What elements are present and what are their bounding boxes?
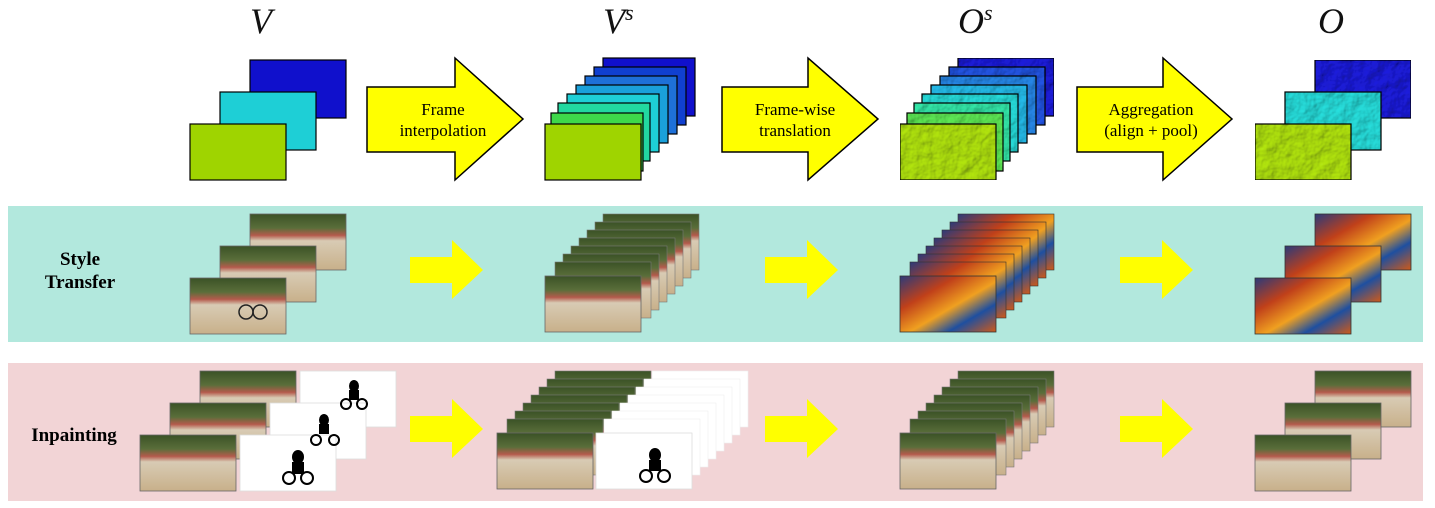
- st-o-frame-3: [1254, 277, 1352, 335]
- symbol-os-base: O: [958, 1, 984, 41]
- frames-v: [189, 59, 347, 181]
- arrow-label-3-line1: Aggregation: [1108, 100, 1194, 119]
- ip-interpolated-frames: [496, 370, 652, 490]
- symbol-o: O: [1318, 0, 1344, 42]
- row-label-inpainting: Inpainting: [14, 424, 134, 447]
- frame-os-8: [899, 123, 997, 181]
- ip-arrow-2: [765, 399, 838, 458]
- row-label-style: Style: [59, 249, 101, 270]
- ip-mask-silhouette-3: [282, 450, 314, 485]
- ip-translated-frames: [899, 370, 1055, 490]
- arrow-frame-interpolation: [366, 56, 525, 182]
- st-os-frame-8: [899, 275, 997, 333]
- arrow-label-aggregation: Aggregation (align + pool): [1084, 99, 1218, 141]
- frame-o-green: [1254, 123, 1352, 181]
- frame-v-green: [189, 123, 287, 181]
- ip-input-frame-3: [139, 434, 237, 492]
- arrow-label-2-line2: translation: [759, 121, 831, 140]
- ip-vs-mask-silhouette: [639, 448, 671, 483]
- symbol-v-base: V: [250, 1, 272, 41]
- st-arrow-3: [1120, 240, 1193, 299]
- ip-arrow-3: [1120, 399, 1193, 458]
- ip-interpolated-masks: [595, 370, 749, 490]
- symbol-vs: Vs: [603, 0, 634, 42]
- symbol-o-base: O: [1318, 1, 1344, 41]
- ip-vs-mask-8: [595, 432, 693, 490]
- frames-o: [1254, 59, 1412, 181]
- arrow-aggregation: [1076, 56, 1234, 182]
- frames-vs: [544, 57, 696, 181]
- arrow-label-3-line2: (align + pool): [1104, 121, 1198, 140]
- symbol-vs-sup: s: [625, 0, 634, 25]
- st-output-frames: [1254, 213, 1412, 335]
- st-translated-frames: [899, 213, 1055, 333]
- cyclist-mark-2: [252, 304, 268, 320]
- row-label-transfer: Transfer: [44, 272, 116, 293]
- ip-mask-silhouette-1: [340, 380, 368, 410]
- st-input-frame-3: [189, 277, 287, 335]
- ip-arrow-1: [410, 399, 483, 458]
- symbol-os-sup: s: [984, 0, 993, 25]
- row-label-style-transfer: Style Transfer: [20, 248, 140, 294]
- arrow-frame-wise-translation: [721, 56, 880, 182]
- symbol-v: V: [250, 0, 272, 42]
- frame-vs-8: [544, 123, 642, 181]
- ip-mask-silhouette-2: [310, 414, 340, 446]
- frames-os: [899, 57, 1055, 181]
- ip-vs-frame-8: [496, 432, 594, 490]
- arrow-label-frame-wise-translation: Frame-wise translation: [730, 99, 860, 141]
- arrow-label-1-line1: Frame: [421, 100, 465, 119]
- ip-os-frame-8: [899, 432, 997, 490]
- symbol-os: Os: [958, 0, 993, 42]
- ip-output-frames: [1254, 370, 1412, 492]
- st-input-frames: [189, 213, 347, 335]
- st-vs-frame-8: [544, 275, 642, 333]
- ip-mask-3: [239, 434, 337, 492]
- row-label-inpainting-text: Inpainting: [31, 425, 117, 446]
- st-arrow-2: [765, 240, 838, 299]
- st-interpolated-frames: [544, 213, 700, 333]
- arrow-label-frame-interpolation: Frame interpolation: [378, 99, 508, 141]
- symbol-vs-base: V: [603, 1, 625, 41]
- ip-o-frame-3: [1254, 434, 1352, 492]
- arrow-label-1-line2: interpolation: [399, 121, 487, 140]
- ip-mask-frames: [239, 370, 397, 492]
- st-arrow-1: [410, 240, 483, 299]
- arrow-label-2-line1: Frame-wise: [754, 100, 836, 119]
